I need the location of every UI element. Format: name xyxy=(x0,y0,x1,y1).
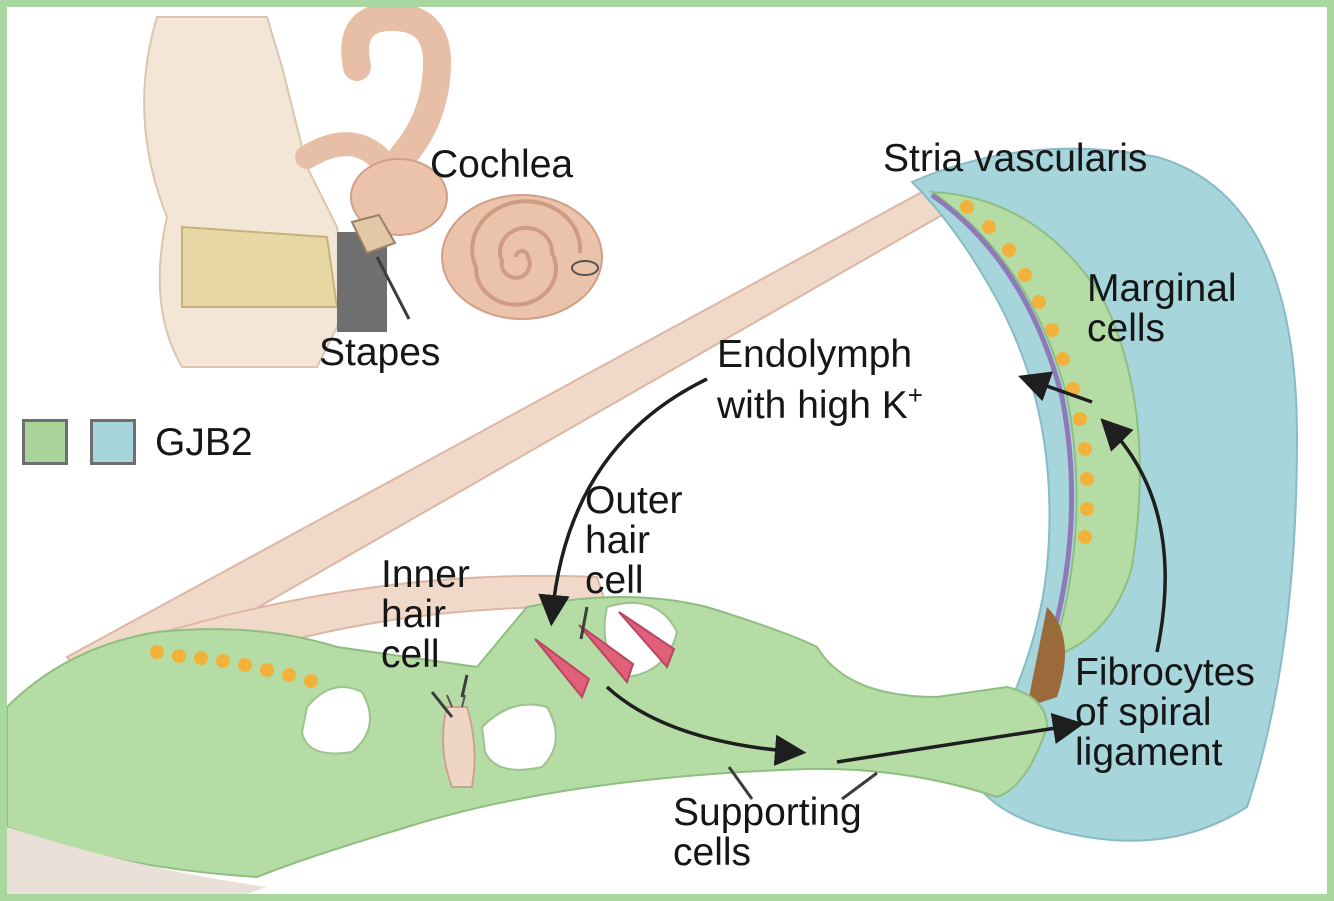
cochlea-spiral xyxy=(441,194,603,320)
arrow-fibrocytes-to-marginal xyxy=(1100,418,1167,653)
endolymph-label: Endolymph with high K+ xyxy=(717,333,923,427)
stapes-label: Stapes xyxy=(319,331,441,374)
inner-hair-cell-label: Inner hair cell xyxy=(381,553,470,676)
legend-swatch-blue xyxy=(90,419,136,465)
supporting-cells-label: Supporting cells xyxy=(673,791,862,874)
potassium-plus-sign: + xyxy=(907,380,923,410)
basilar-base xyxy=(7,827,267,894)
outer-ear xyxy=(143,16,387,368)
arrow-hair-cells-to-supporting xyxy=(605,685,807,767)
cochlea-label: Cochlea xyxy=(430,143,574,186)
arrow-endolymph-to-hair-cells xyxy=(538,377,708,627)
stria-vascularis-label: Stria vascularis xyxy=(883,137,1148,180)
potassium-recycling-arrows xyxy=(538,371,1167,767)
spiral-prominence xyxy=(1027,607,1065,707)
stapes-bone xyxy=(350,213,411,320)
marginal-cells-label: Marginal cells xyxy=(1087,267,1237,350)
semicircular-canals xyxy=(295,7,452,236)
stapes-leader-line xyxy=(375,256,411,320)
spiral-limbus-cells xyxy=(150,645,318,688)
legend-swatch-green xyxy=(22,419,68,465)
arrow-supporting-to-fibrocytes xyxy=(836,712,1085,764)
arrow-marginal-to-endolymph xyxy=(1018,371,1093,404)
inner-hair-cell-leader xyxy=(430,691,454,718)
marginal-cell-border xyxy=(930,192,1075,658)
outer-hair-cells xyxy=(534,606,676,699)
outer-hair-cell-label: Outer hair cell xyxy=(585,479,683,602)
cochlea-illustration xyxy=(7,7,1299,894)
fibrocytes-label: Fibrocytes of spiral ligament xyxy=(1075,651,1255,774)
legend-label: GJB2 xyxy=(155,421,253,464)
supporting-cell-leaders xyxy=(727,766,878,801)
inner-hair-cell-shape xyxy=(430,674,476,788)
